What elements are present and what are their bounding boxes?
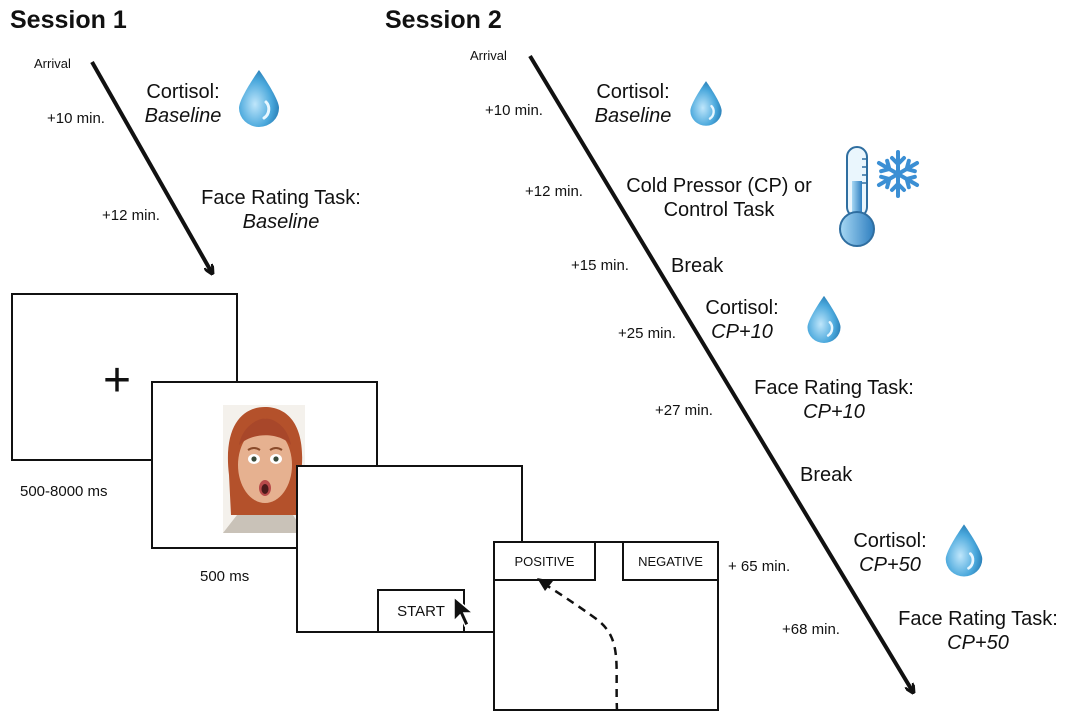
water-drop-icon	[239, 70, 279, 127]
s2-face-rating-cp10-label: Face Rating Task: CP+10	[754, 377, 914, 423]
cold-pressor-label: Cold Pressor (CP) or Control Task	[626, 175, 812, 221]
s1-arrival-label: Arrival	[34, 56, 71, 71]
fixation-duration-label: 500-8000 ms	[20, 483, 108, 500]
s2-time-65: + 65 min.	[728, 558, 791, 575]
start-screen: START	[296, 465, 523, 633]
s1-time-12: +12 min.	[102, 207, 160, 224]
negative-button[interactable]: NEGATIVE	[622, 541, 719, 581]
session2-title: Session 2	[385, 6, 502, 34]
rating-screen: POSITIVE NEGATIVE	[493, 541, 719, 711]
s1-cortisol-label: Cortisol: Baseline	[144, 81, 222, 127]
s2-cortisol-cp10-label: Cortisol: CP+10	[705, 297, 779, 343]
mouse-cursor-icon	[453, 595, 476, 628]
water-drop-icon	[690, 81, 722, 126]
session2-timeline-arrow	[528, 54, 913, 692]
s1-time-10: +10 min.	[47, 110, 105, 127]
s2-face-rating-cp50-label: Face Rating Task: CP+50	[898, 608, 1058, 654]
session1-title: Session 1	[10, 6, 127, 34]
session1-timeline-arrow	[90, 61, 212, 273]
s1-face-rating-label: Face Rating Task: Baseline	[201, 187, 361, 233]
s2-time-12: +12 min.	[525, 183, 583, 200]
s2-time-10: +10 min.	[485, 102, 543, 119]
s2-time-15: +15 min.	[571, 257, 629, 274]
snowflake-icon	[876, 150, 920, 198]
mouse-path-dashed	[537, 578, 619, 711]
s2-cortisol-baseline-label: Cortisol: Baseline	[594, 81, 672, 127]
s2-break1-label: Break	[671, 255, 724, 277]
water-drop-icon	[945, 524, 983, 577]
face-duration-label: 500 ms	[200, 568, 250, 585]
s2-time-27: +27 min.	[655, 402, 713, 419]
s2-time-25: +25 min.	[618, 325, 676, 342]
thermometer-icon	[839, 146, 875, 247]
s2-arrival-label: Arrival	[470, 48, 507, 63]
s2-break2-label: Break	[800, 464, 853, 486]
s2-time-68: +68 min.	[782, 621, 840, 638]
fixation-cross: +	[103, 354, 132, 407]
s2-cortisol-cp50-label: Cortisol: CP+50	[853, 530, 927, 576]
face-stimulus-image	[223, 405, 305, 533]
water-drop-icon	[807, 295, 841, 343]
